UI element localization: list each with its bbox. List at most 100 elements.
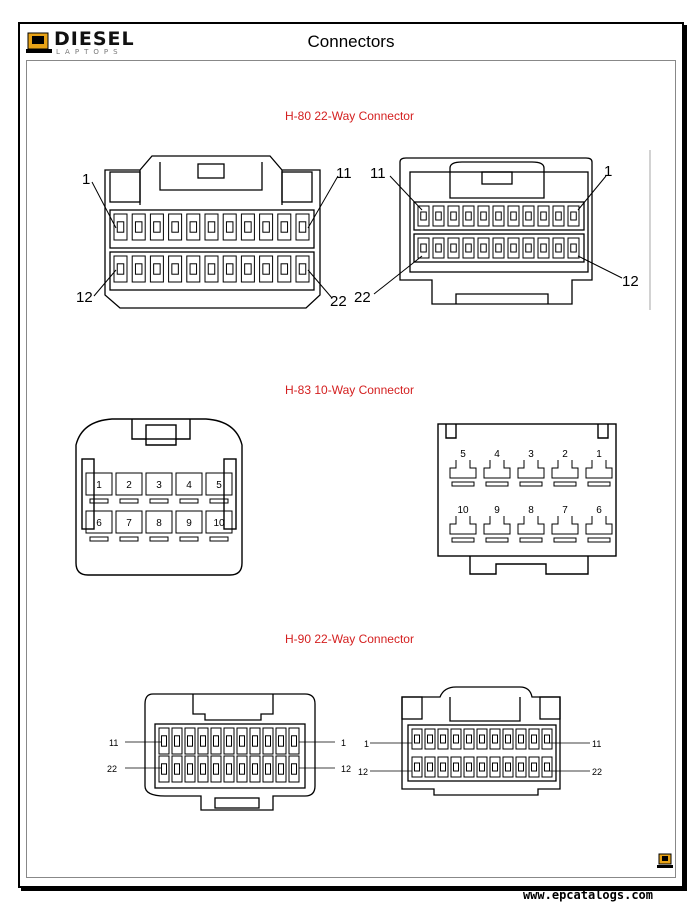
pin-terminal	[265, 763, 271, 775]
pin-cavity	[537, 237, 550, 259]
pin-cavity	[411, 756, 423, 778]
pin-cavity	[417, 205, 430, 227]
pin-terminal	[450, 211, 457, 221]
pin-terminal	[518, 734, 524, 744]
pin-cavity	[145, 472, 173, 496]
pin-cavity	[175, 472, 203, 496]
pin-cavity	[275, 755, 287, 783]
pin-latch	[149, 498, 169, 504]
pin-terminal	[480, 243, 487, 253]
pin-terminal	[252, 735, 258, 747]
pin-label: 11	[370, 165, 386, 182]
pin-cavity	[295, 213, 310, 241]
pin-cavity	[437, 728, 449, 750]
pin-number: 9	[494, 505, 500, 516]
pin-cavity	[277, 255, 292, 283]
pin-terminal	[540, 243, 547, 253]
pin-terminal	[505, 734, 511, 744]
pin-cavity	[567, 237, 580, 259]
pin-latch	[485, 537, 509, 543]
pin-cavity	[204, 213, 219, 241]
pin-terminal	[420, 211, 427, 221]
pin-label: 11	[109, 738, 118, 748]
pin-label: 1	[364, 739, 369, 749]
h80-right-connector-diagram: 11 1 22 12	[354, 150, 651, 310]
pin-number: 2	[126, 480, 132, 491]
pin-number: 7	[562, 505, 568, 516]
pin-cavity	[424, 756, 436, 778]
pin-cavity	[113, 213, 128, 241]
pin-cavity	[477, 205, 490, 227]
pin-cavity	[449, 516, 477, 535]
pin-terminal	[414, 734, 420, 744]
pin-cavity	[184, 755, 196, 783]
pin-number: 10	[213, 518, 225, 529]
pin-terminal	[427, 734, 433, 744]
pin-terminal	[225, 221, 234, 233]
pin-terminal	[420, 243, 427, 253]
pin-cavity	[131, 213, 146, 241]
pin-cavity	[249, 727, 261, 755]
pin-terminal	[440, 762, 446, 772]
pin-terminal	[495, 211, 502, 221]
pin-number: 7	[126, 518, 132, 529]
pin-label: 12	[76, 289, 93, 306]
pin-cavity	[262, 727, 274, 755]
pin-cavity	[204, 255, 219, 283]
pin-label: 11	[592, 739, 601, 749]
pin-cavity	[585, 516, 613, 535]
pin-terminal	[244, 263, 252, 275]
truck-icon	[657, 853, 673, 868]
pin-number: 6	[596, 505, 602, 516]
pin-terminal	[525, 211, 532, 221]
pin-terminal	[189, 263, 198, 275]
pin-terminal	[427, 762, 433, 772]
pin-terminal	[544, 762, 550, 772]
pin-cavity	[168, 255, 183, 283]
pin-cavity	[171, 727, 183, 755]
pin-cavity	[115, 510, 143, 534]
pin-terminal	[492, 734, 498, 744]
pin-terminal	[510, 243, 517, 253]
pin-cavity	[462, 205, 475, 227]
pin-terminal	[187, 735, 193, 747]
pin-terminal	[200, 763, 206, 775]
pin-terminal	[252, 763, 258, 775]
pin-terminal	[239, 763, 245, 775]
pin-cavity	[522, 205, 535, 227]
pin-terminal	[161, 763, 167, 775]
pin-cavity	[507, 237, 520, 259]
pin-terminal	[116, 263, 125, 275]
pin-cavity	[449, 460, 477, 479]
pin-latch	[553, 481, 577, 487]
pin-terminal	[465, 211, 472, 221]
pin-cavity	[476, 728, 488, 750]
pin-cavity	[223, 727, 235, 755]
pin-terminal	[262, 221, 270, 233]
pin-cavity	[522, 237, 535, 259]
pin-number: 10	[457, 505, 469, 516]
pin-cavity	[131, 255, 146, 283]
pin-terminal	[265, 735, 271, 747]
pin-cavity	[476, 756, 488, 778]
pin-terminal	[518, 762, 524, 772]
caption-h80: H-80 22-Way Connector	[285, 109, 414, 123]
pin-cavity	[85, 510, 113, 534]
pin-terminal	[174, 763, 180, 775]
pin-number: 6	[96, 518, 102, 529]
pin-terminal	[226, 735, 232, 747]
pin-terminal	[453, 734, 459, 744]
pin-cavity	[492, 205, 505, 227]
pin-terminal	[480, 211, 487, 221]
pin-label: 12	[358, 767, 368, 777]
pin-cavity	[507, 205, 520, 227]
h90-left-connector-diagram: 11 1 22 12	[107, 693, 351, 811]
pin-cavity	[517, 460, 545, 479]
pin-latch	[179, 536, 199, 542]
h80-left-connector-diagram: 1 11 12 22	[76, 155, 352, 310]
pin-cavity	[168, 213, 183, 241]
pin-number: 1	[96, 480, 102, 491]
pin-cavity	[551, 460, 579, 479]
pin-cavity	[424, 728, 436, 750]
pin-cavity	[275, 727, 287, 755]
